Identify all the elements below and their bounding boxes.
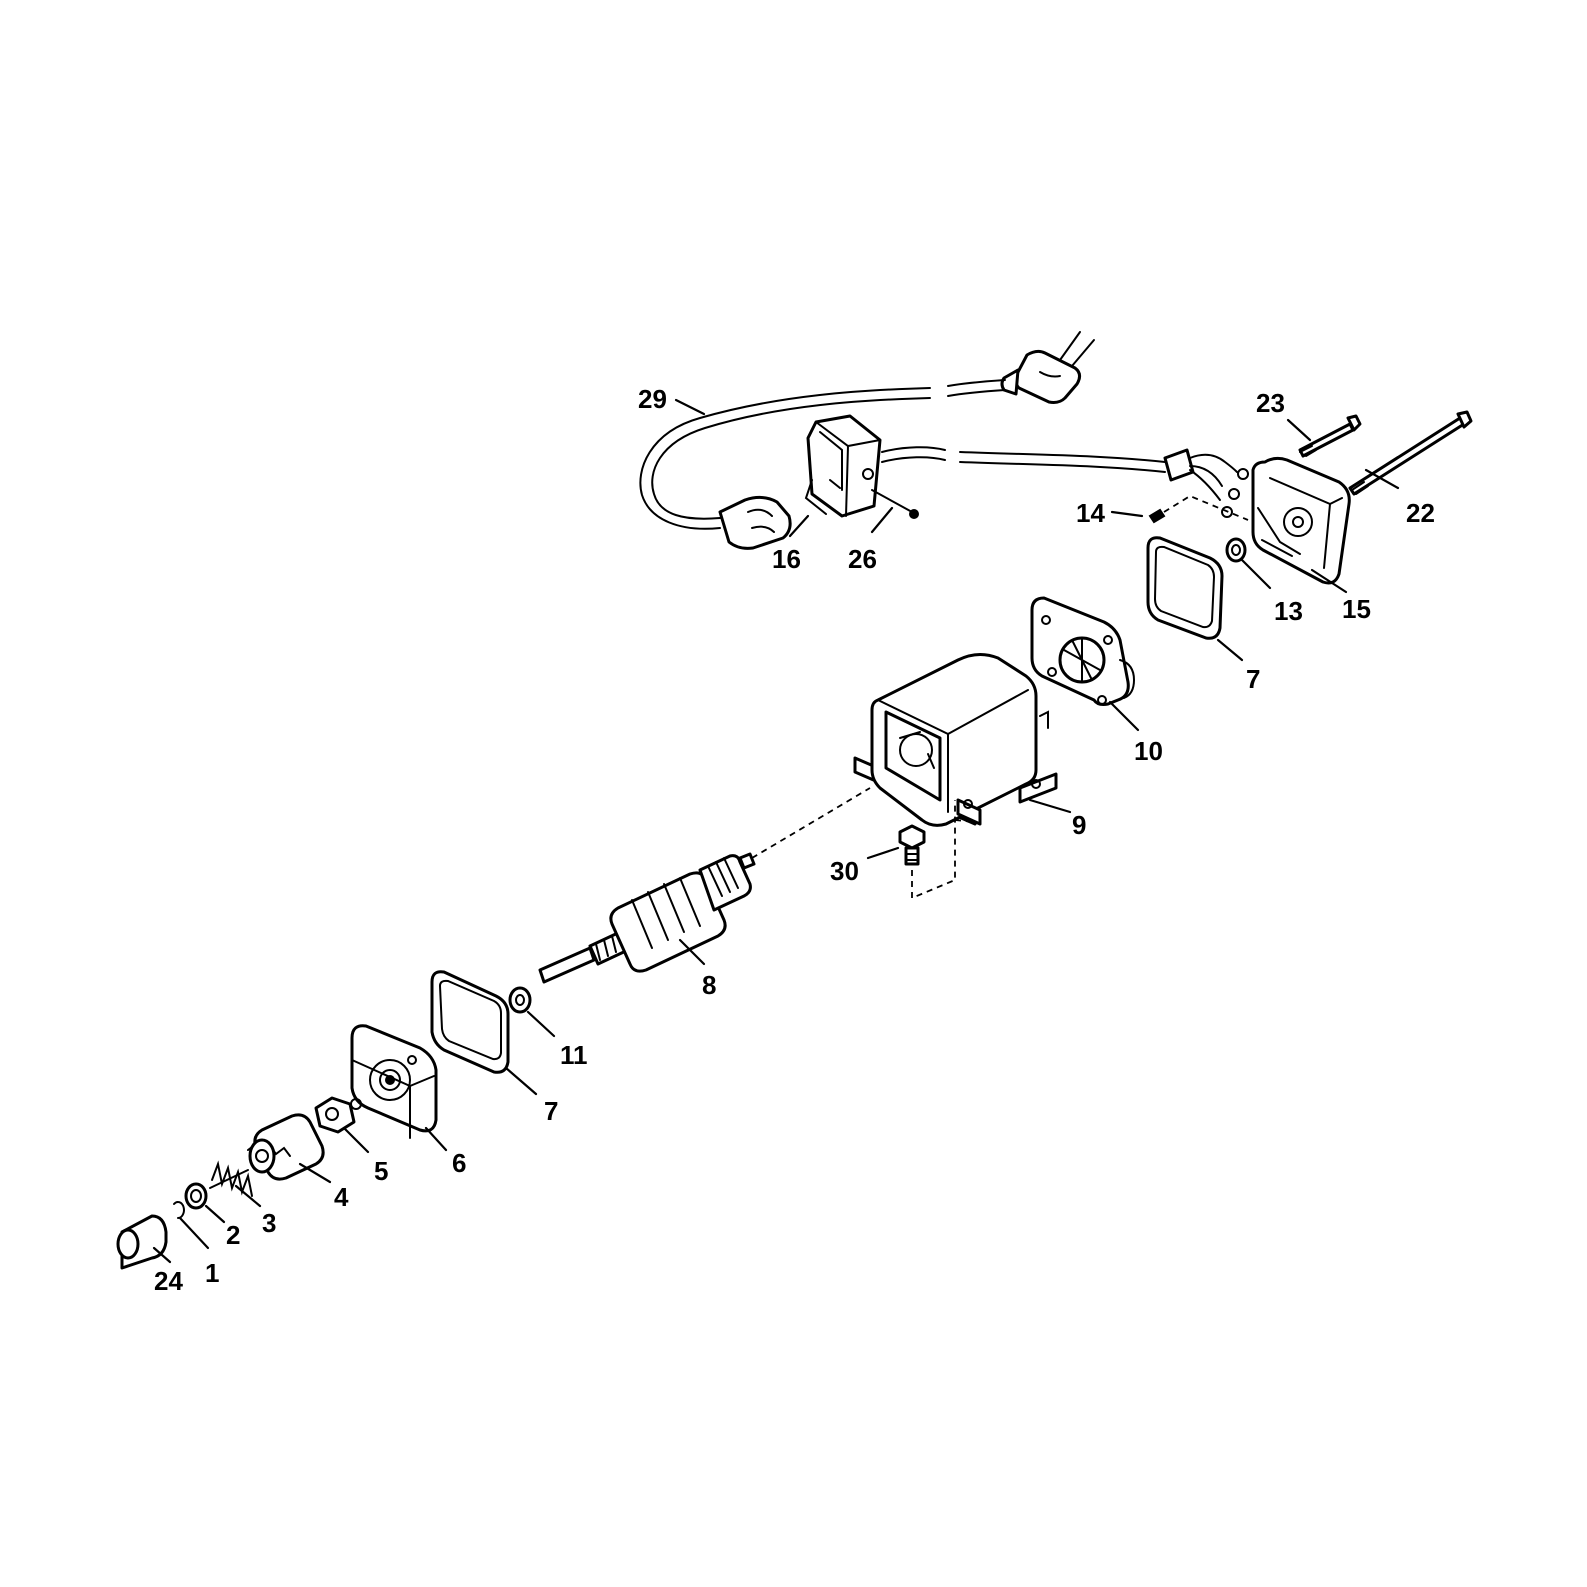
part-7-gasket-upper — [1146, 536, 1224, 640]
part-23-bolt — [1298, 414, 1362, 458]
part-6-drive-end-cover — [350, 1024, 438, 1139]
part-2-collar — [184, 1182, 208, 1210]
callout-15: 15 — [1342, 594, 1371, 624]
part-16-switch-box — [804, 414, 1249, 518]
callout-3: 3 — [262, 1208, 276, 1238]
callout-26: 26 — [848, 544, 877, 574]
part-13-washer — [1225, 537, 1247, 563]
callout-2: 2 — [226, 1220, 240, 1250]
callout-13: 13 — [1274, 596, 1303, 626]
callout-8: 8 — [702, 970, 716, 1000]
callout-23: 23 — [1256, 388, 1285, 418]
part-4-pinion-gear — [247, 1113, 325, 1181]
part-5-stop-nut — [314, 1096, 362, 1134]
callout-29: 29 — [638, 384, 667, 414]
callout-5: 5 — [374, 1156, 388, 1186]
callout-labels: 24 1 2 3 4 5 6 7 11 8 30 9 10 7 13 15 14… — [154, 384, 1435, 1296]
callout-24: 24 — [154, 1266, 183, 1296]
part-11-washer — [508, 986, 532, 1014]
part-26-screw — [871, 489, 919, 519]
leader-lines — [152, 398, 1400, 1264]
part-3-spring — [209, 1160, 253, 1197]
part-7-gasket-lower — [430, 970, 510, 1074]
callout-4: 4 — [334, 1182, 349, 1212]
callout-30: 30 — [830, 856, 859, 886]
callout-22: 22 — [1406, 498, 1435, 528]
part-8-armature — [538, 787, 871, 984]
part-30-bolt — [898, 800, 976, 900]
callout-9: 9 — [1072, 810, 1086, 840]
callout-7-lower: 7 — [544, 1096, 558, 1126]
callout-16: 16 — [772, 544, 801, 574]
part-10-brush-plate — [1030, 596, 1136, 706]
callout-7-upper: 7 — [1246, 664, 1260, 694]
part-15-end-cover — [1251, 456, 1351, 585]
callout-10: 10 — [1134, 736, 1163, 766]
callout-14: 14 — [1076, 498, 1105, 528]
part-9-motor-housing — [853, 653, 1058, 827]
callout-11: 11 — [560, 1040, 588, 1070]
callout-6: 6 — [452, 1148, 466, 1178]
callout-1: 1 — [205, 1258, 219, 1288]
part-29-power-cord — [639, 331, 1095, 550]
part-1-retaining-ring — [173, 1201, 185, 1219]
part-14-screw — [1148, 494, 1249, 524]
part-24-cap — [116, 1214, 168, 1270]
part-22-bolt — [1348, 410, 1473, 496]
